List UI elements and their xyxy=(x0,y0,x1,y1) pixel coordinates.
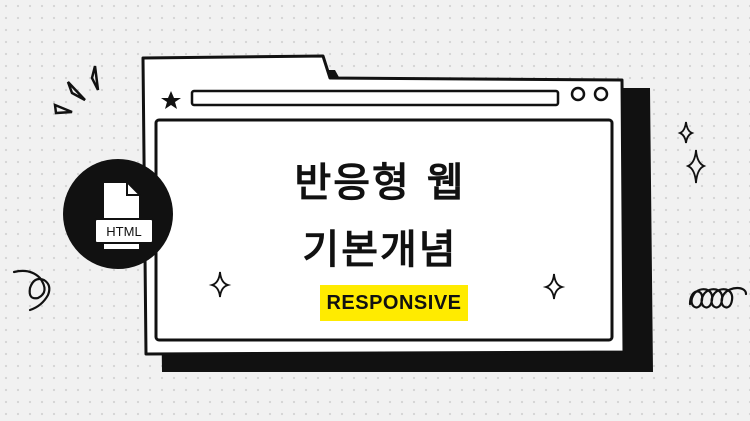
sparkle-icon xyxy=(542,273,566,300)
sparkle-icon xyxy=(208,271,232,298)
title-line-1: 반응형 웹 xyxy=(294,160,466,206)
window-control-icons xyxy=(570,86,609,102)
squiggle-icon xyxy=(12,269,51,312)
window-control-circle-icon[interactable] xyxy=(593,86,609,102)
window-control-circle-icon[interactable] xyxy=(570,86,586,102)
file-label: HTML xyxy=(106,223,142,239)
responsive-badge: RESPONSIVE xyxy=(320,285,468,321)
file-label-box xyxy=(94,218,154,244)
star-icon xyxy=(161,91,181,109)
burst-lines-icon xyxy=(53,65,100,115)
file-fold-icon xyxy=(126,182,140,196)
sparkle-icon xyxy=(677,121,695,144)
address-bar[interactable] xyxy=(190,89,560,107)
title-line-2: 기본개념 xyxy=(302,227,458,273)
coil-icon xyxy=(688,286,748,309)
sparkle-icon xyxy=(685,149,707,184)
